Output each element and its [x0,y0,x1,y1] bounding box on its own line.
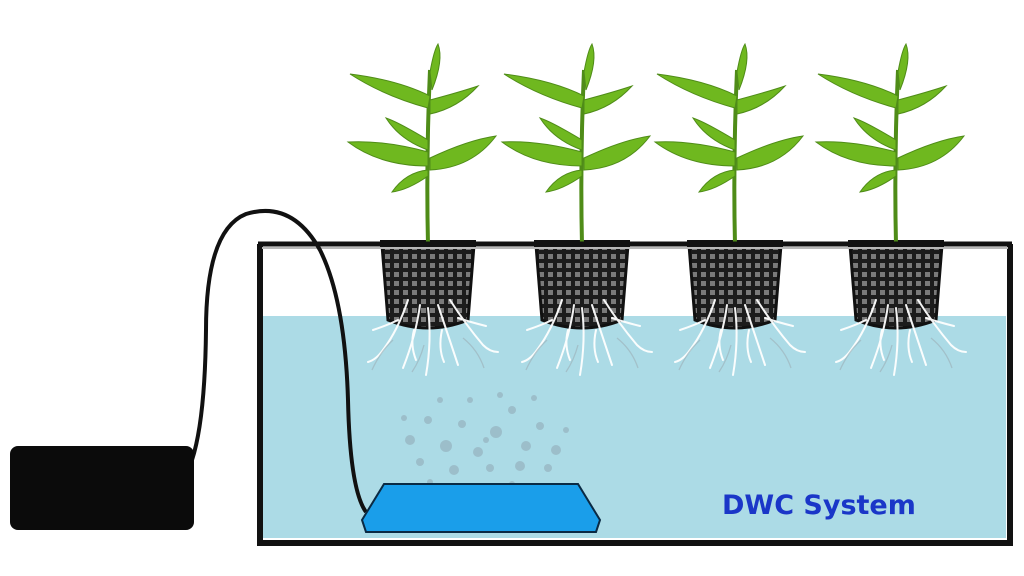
reservoir-tank [257,244,1013,546]
air-stone [360,483,602,533]
air-bubbles [401,392,569,487]
diagram-label: DWC System [722,490,916,521]
air-pump [10,446,194,530]
air-tube [190,208,368,514]
